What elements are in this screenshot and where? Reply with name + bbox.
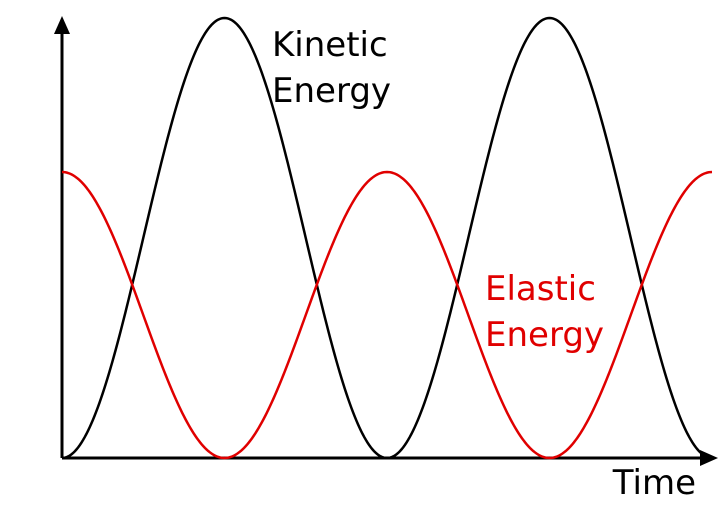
series-layer bbox=[61, 16, 713, 460]
x-axis-label: Time bbox=[612, 463, 696, 503]
series-label-line: Energy bbox=[272, 71, 391, 111]
y-axis-arrow bbox=[54, 16, 70, 34]
series-line-kinetic-energy bbox=[61, 16, 713, 460]
series-label-line: Kinetic bbox=[272, 25, 388, 65]
series-line-elastic-energy bbox=[61, 170, 713, 460]
series-label-line: Elastic bbox=[485, 269, 596, 309]
series-label-line: Energy bbox=[485, 315, 604, 355]
